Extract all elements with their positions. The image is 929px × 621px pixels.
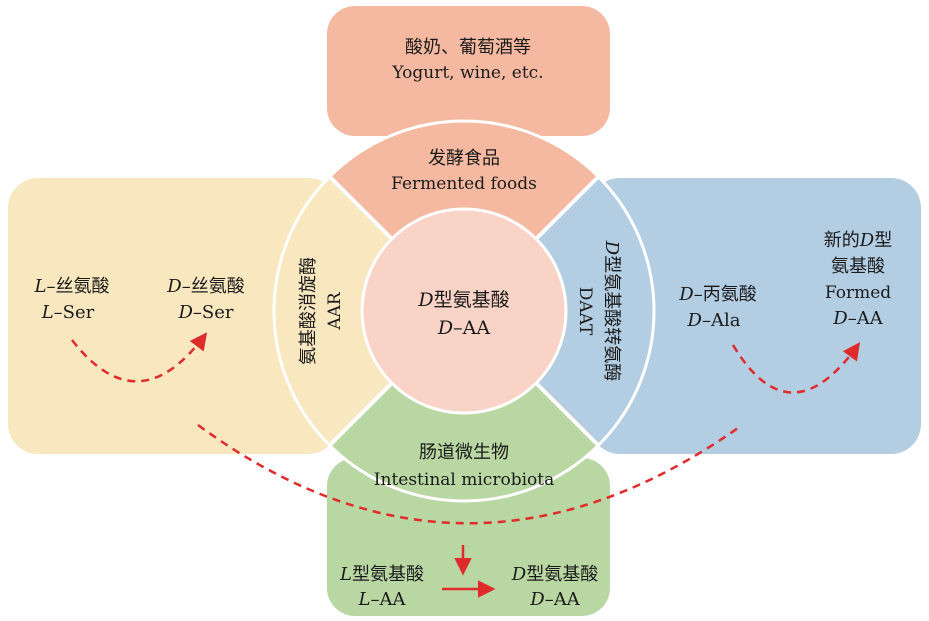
center-en: D–AA	[437, 317, 490, 339]
new-d-aa-line1: 新的D型	[824, 230, 892, 251]
new-d-aa-line3: Formed	[825, 283, 891, 303]
l-aa-en: L–AA	[358, 589, 407, 610]
bottom-box	[327, 458, 610, 616]
right-sector-en: DAAT	[575, 287, 595, 336]
l-aa-cn: L型氨基酸	[339, 564, 424, 585]
d-alanine-en: D–Ala	[687, 310, 741, 331]
right-box	[590, 178, 921, 454]
bottom-sector-cn: 肠道微生物	[419, 442, 509, 463]
new-d-aa-line4: D–AA	[832, 308, 883, 329]
sector-right	[464, 121, 654, 501]
l-serine-cn: L–丝氨酸	[34, 276, 110, 297]
center-circle	[360, 207, 568, 415]
d-aa-cn: D型氨基酸	[511, 564, 598, 585]
top-box-en: Yogurt, wine, etc.	[391, 63, 543, 83]
sector-top	[274, 121, 654, 311]
left-box	[8, 178, 338, 454]
new-d-aa-line2: 氨基酸	[831, 256, 885, 277]
top-box	[327, 6, 610, 136]
d-alanine-cn: D–丙氨酸	[678, 284, 756, 305]
outer-ring	[272, 119, 656, 503]
sector-left	[274, 121, 464, 501]
d-aa-en: D–AA	[529, 589, 580, 610]
top-box-cn: 酸奶、葡萄酒等	[405, 37, 531, 58]
left-sector-cn: 氨基酸消旋酶	[298, 257, 319, 365]
top-sector-cn: 发酵食品	[428, 148, 500, 169]
right-sector-cn: D型氨基酸转氨酶	[601, 240, 622, 381]
top-sector-en: Fermented foods	[391, 174, 537, 194]
l-serine-en: L–Ser	[41, 302, 95, 323]
bottom-sector-en: Intestinal microbiota	[374, 470, 554, 490]
arrow-l-to-d-serine	[71, 332, 208, 383]
sector-bottom	[274, 311, 654, 501]
center-cn: D型氨基酸	[417, 289, 509, 311]
d-serine-en: D–Ser	[177, 302, 233, 323]
left-sector-en: AAR	[325, 291, 345, 331]
arrow-big-curve	[197, 423, 739, 525]
d-serine-cn: D–丝氨酸	[166, 276, 244, 297]
